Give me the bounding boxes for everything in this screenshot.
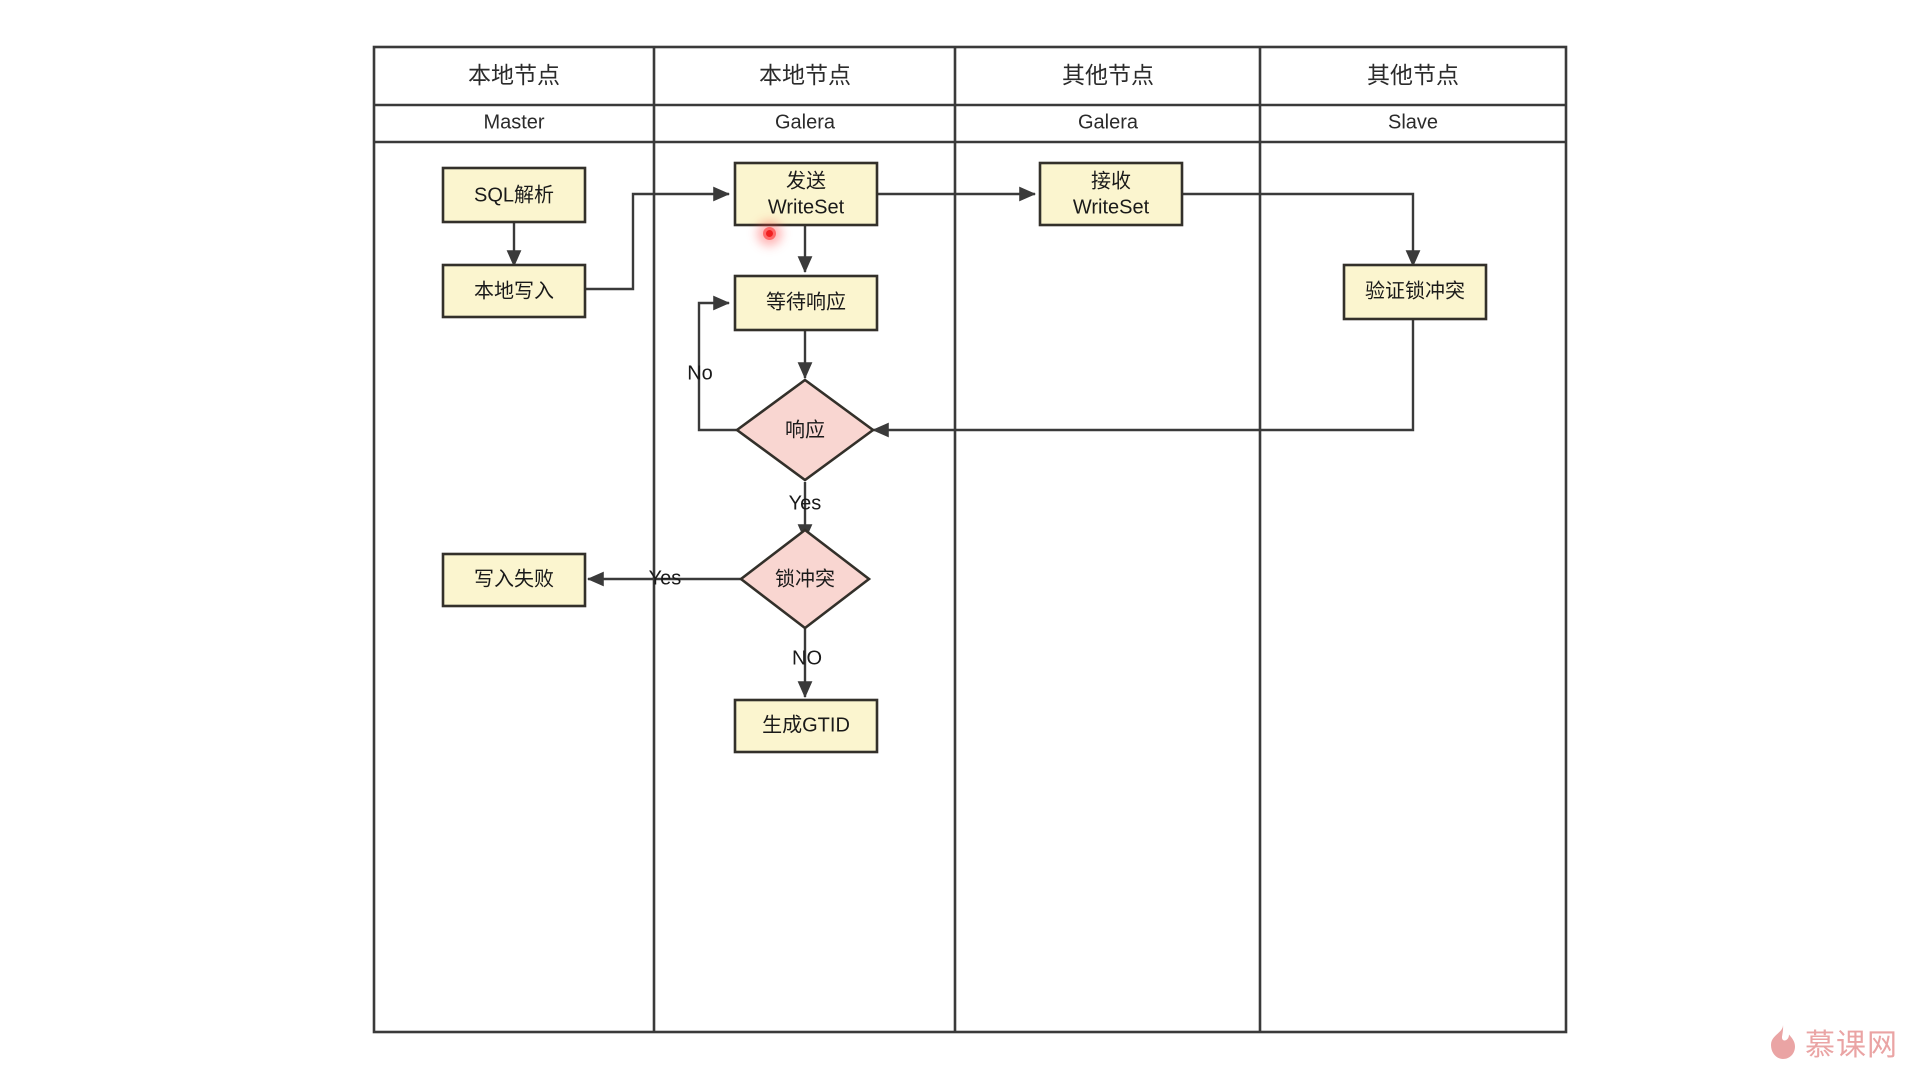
- flame-icon: [1771, 1025, 1795, 1059]
- node-write-fail-label: 写入失败: [474, 567, 554, 590]
- node-lock-conflict[interactable]: 锁冲突: [738, 528, 872, 630]
- watermark-text: 慕课网: [1805, 1028, 1898, 1063]
- swimlane-outer-frame: [372, 45, 1568, 1034]
- node-response-label: 响应: [785, 418, 825, 441]
- flow-connectors: [506, 186, 1421, 699]
- node-sql-parse-label: SQL解析: [474, 183, 554, 206]
- node-sql-parse-box[interactable]: [441, 166, 587, 224]
- edge-label-response-no: No: [687, 362, 713, 384]
- node-write-fail[interactable]: 写入失败: [441, 552, 587, 608]
- edge-localwrite-to-sendwriteset: [585, 186, 731, 291]
- node-send-writeset-label: 发送: [786, 169, 826, 192]
- node-verify-lock-box[interactable]: [1342, 263, 1488, 321]
- node-recv-writeset-label2: WriteSet: [1073, 196, 1150, 218]
- node-recv-writeset[interactable]: 接收 WriteSet: [1038, 161, 1184, 227]
- edge-verifylock-to-response: [871, 319, 1415, 438]
- node-send-writeset-label2: WriteSet: [768, 196, 845, 218]
- node-wait-response-box[interactable]: [733, 274, 879, 332]
- node-lock-conflict-diamond[interactable]: [738, 528, 872, 630]
- node-verify-lock-label: 验证锁冲突: [1365, 279, 1465, 302]
- watermark: 慕课网: [1763, 1020, 1898, 1064]
- lane-3-title: 其他节点: [1367, 62, 1459, 88]
- node-write-fail-box[interactable]: [441, 552, 587, 608]
- edge-recvwriteset-to-verifylock: [1182, 192, 1421, 268]
- node-send-writeset-box[interactable]: [733, 161, 879, 227]
- node-response-diamond[interactable]: [734, 378, 876, 482]
- edge-label-lock-yes: Yes: [649, 567, 682, 589]
- lane-0-sub: Master: [483, 111, 544, 133]
- node-recv-writeset-label: 接收: [1091, 169, 1131, 192]
- lane-1-sub: Galera: [775, 111, 836, 133]
- node-verify-lock[interactable]: 验证锁冲突: [1342, 263, 1488, 321]
- edge-label-lock-no: NO: [792, 647, 822, 669]
- edge-labels: No Yes Yes NO: [649, 362, 822, 669]
- edge-label-response-yes: Yes: [789, 492, 822, 514]
- node-gen-gtid[interactable]: 生成GTID: [733, 698, 879, 754]
- node-local-write-box[interactable]: [441, 263, 587, 319]
- node-gen-gtid-label: 生成GTID: [762, 713, 850, 736]
- node-local-write[interactable]: 本地写入: [441, 263, 587, 319]
- lane-headers: 本地节点 Master 本地节点 Galera 其他节点 Galera 其他节点…: [468, 62, 1459, 133]
- node-send-writeset[interactable]: 发送 WriteSet: [733, 161, 879, 227]
- lane-0-title: 本地节点: [468, 62, 560, 88]
- lane-frame-group: [372, 45, 1568, 1034]
- lane-1-title: 本地节点: [759, 62, 851, 88]
- node-local-write-label: 本地写入: [474, 279, 554, 302]
- cursor-click-indicator: [763, 227, 776, 240]
- lane-2-sub: Galera: [1078, 111, 1139, 133]
- edge-response-no-loop: [697, 295, 740, 432]
- node-gen-gtid-box[interactable]: [733, 698, 879, 754]
- node-sql-parse[interactable]: SQL解析: [441, 166, 587, 224]
- node-lock-conflict-label: 锁冲突: [775, 567, 835, 590]
- lane-2-title: 其他节点: [1062, 62, 1154, 88]
- node-recv-writeset-box[interactable]: [1038, 161, 1184, 227]
- node-response[interactable]: 响应: [734, 378, 876, 482]
- node-wait-response-label: 等待响应: [766, 290, 846, 313]
- lane-3-sub: Slave: [1388, 111, 1438, 133]
- node-wait-response[interactable]: 等待响应: [733, 274, 879, 332]
